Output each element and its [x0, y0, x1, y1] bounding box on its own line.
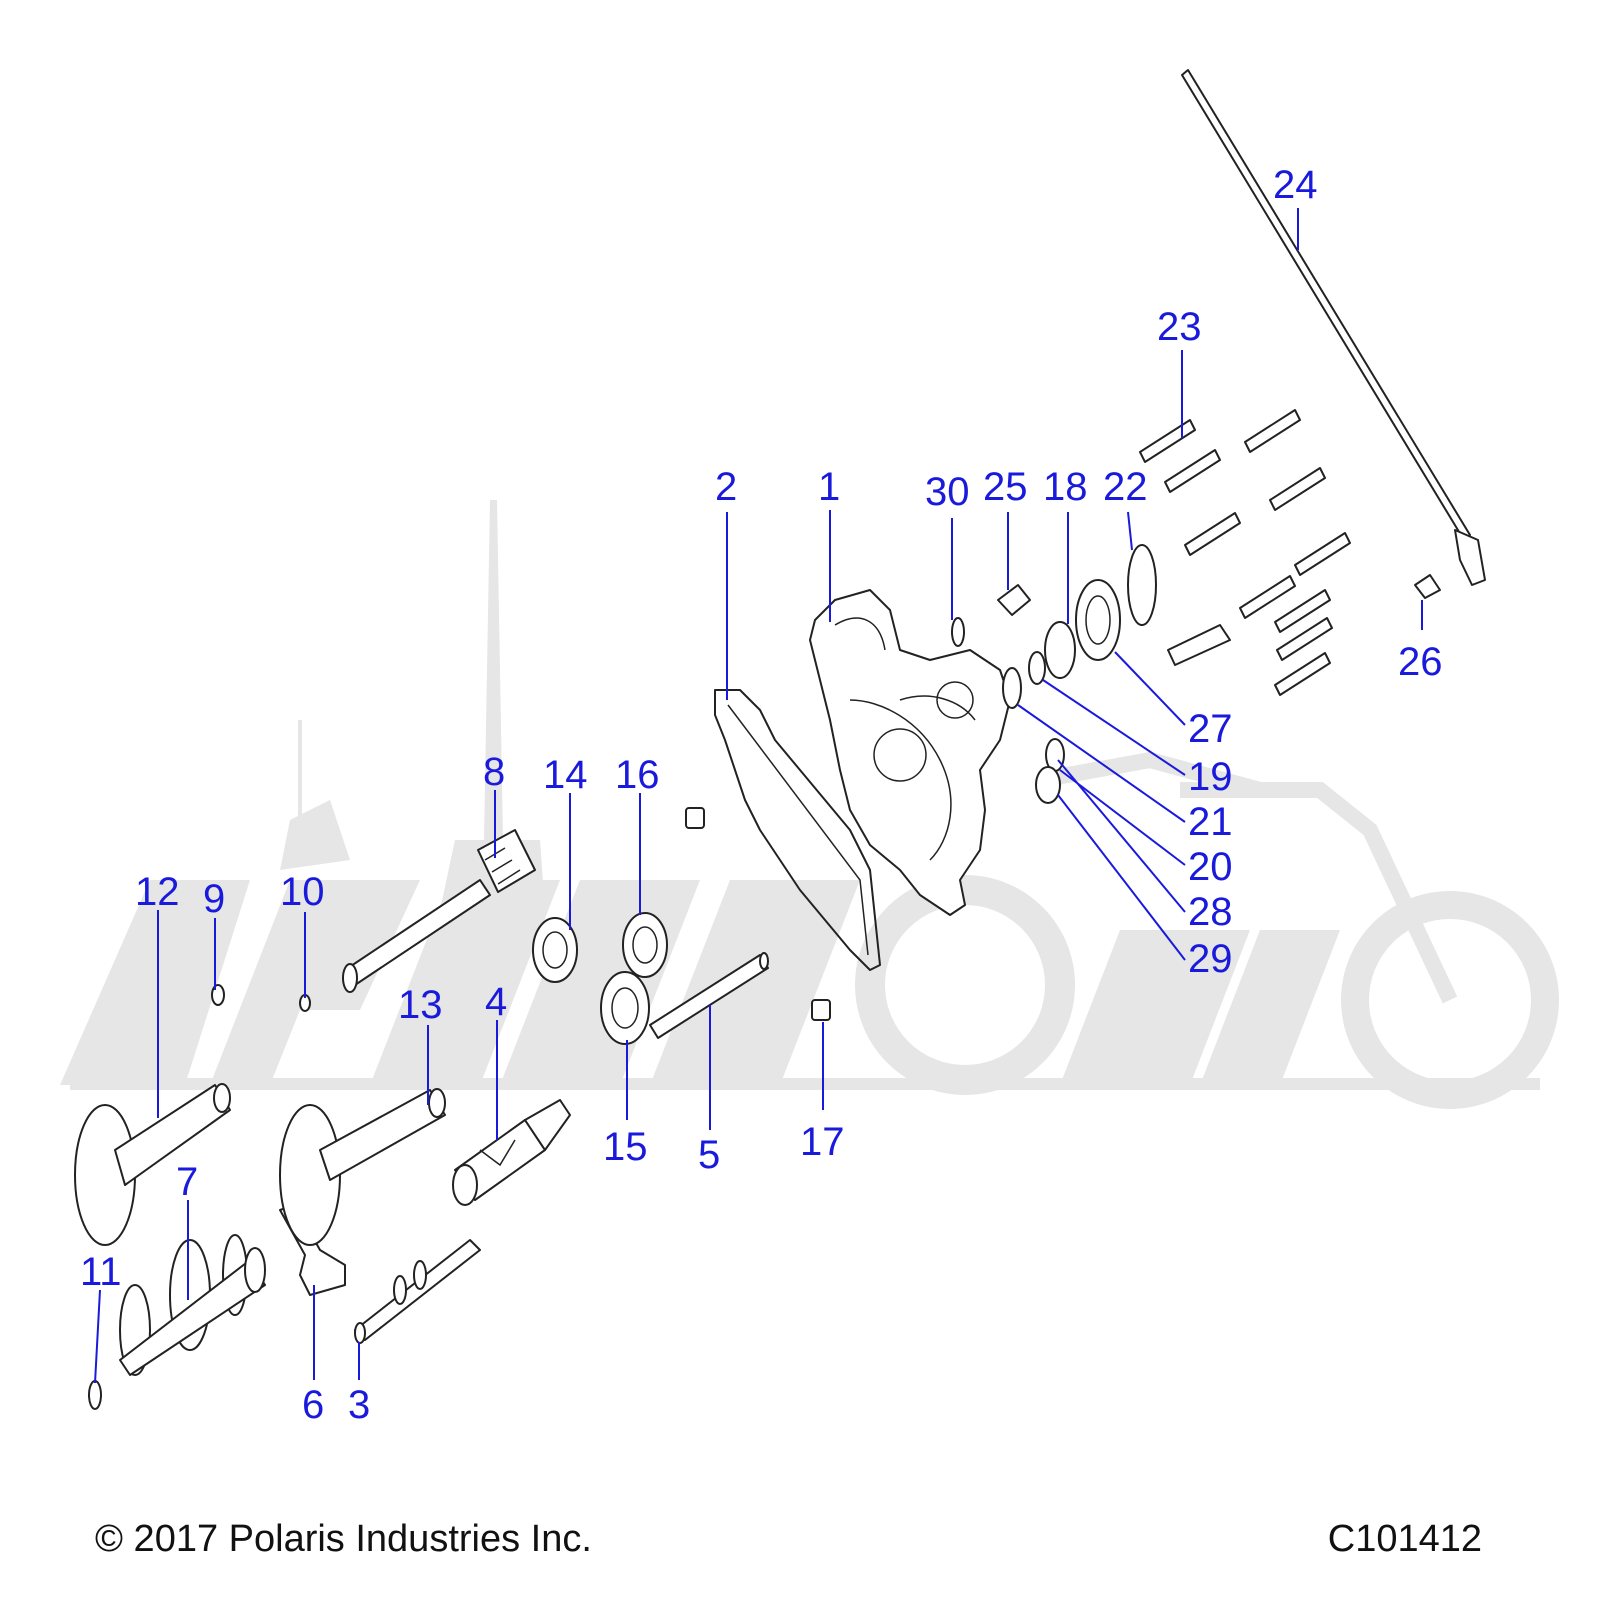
callout-20: 20 — [1188, 845, 1233, 889]
part-countershaft-gear — [279, 1088, 446, 1246]
callout-7: 7 — [176, 1160, 198, 1204]
part-fitting-26 — [1414, 574, 1441, 599]
callout-labels: 1 2 3 4 5 6 7 8 9 10 11 12 13 14 15 16 1… — [80, 163, 1443, 1427]
watermark-logo — [60, 500, 1559, 1109]
callout-5: 5 — [698, 1133, 720, 1177]
part-circlip-9 — [211, 984, 225, 1006]
part-plug-25 — [997, 584, 1031, 616]
part-bearing-15 — [600, 971, 650, 1045]
part-output-gear — [74, 1083, 231, 1246]
part-bolts-23 — [1139, 409, 1351, 696]
part-bearing-14 — [532, 917, 578, 983]
leader-lines — [94, 208, 1423, 1384]
part-oring-22 — [1127, 544, 1157, 626]
callout-2: 2 — [715, 465, 737, 509]
callout-12: 12 — [135, 870, 180, 914]
part-cluster-gear — [119, 1234, 266, 1376]
part-dowel-pin-17 — [811, 999, 831, 1021]
callout-25: 25 — [983, 465, 1028, 509]
part-gasket — [714, 689, 881, 971]
callout-22: 22 — [1103, 465, 1148, 509]
callout-11: 11 — [80, 1250, 122, 1294]
part-input-shaft — [342, 829, 536, 993]
callout-18: 18 — [1043, 465, 1088, 509]
part-bushing-29 — [1035, 766, 1061, 804]
callout-16: 16 — [615, 753, 660, 797]
callout-30: 30 — [925, 470, 970, 514]
part-bearing-27 — [1075, 579, 1121, 661]
callout-26: 26 — [1398, 640, 1443, 684]
callout-29: 29 — [1188, 937, 1233, 981]
callout-6: 6 — [302, 1383, 324, 1427]
part-bearing-18 — [1044, 621, 1076, 679]
diagram-id: C101412 — [1327, 1518, 1482, 1560]
callout-19: 19 — [1188, 755, 1233, 799]
callout-28: 28 — [1188, 890, 1233, 934]
callout-15: 15 — [603, 1125, 648, 1169]
callout-13: 13 — [398, 983, 443, 1027]
callout-4: 4 — [485, 980, 507, 1024]
part-bearing-16 — [622, 912, 668, 978]
callout-1: 1 — [818, 465, 840, 509]
part-shift-drum — [452, 1099, 571, 1206]
callout-8: 8 — [483, 750, 505, 794]
part-ring-19 — [1028, 651, 1046, 685]
callout-23: 23 — [1157, 305, 1202, 349]
part-seal-21 — [1002, 667, 1022, 709]
callout-24: 24 — [1273, 163, 1318, 207]
callout-14: 14 — [543, 753, 588, 797]
part-dipstick — [1181, 69, 1486, 586]
copyright-notice: © 2017 Polaris Industries Inc. — [95, 1518, 592, 1560]
part-dowel-pin-upper — [685, 807, 705, 829]
part-oring-30 — [951, 617, 965, 647]
callout-3: 3 — [348, 1383, 370, 1427]
part-long-pin — [649, 952, 769, 1039]
callout-27: 27 — [1188, 707, 1233, 751]
part-washer-11 — [88, 1380, 102, 1410]
callout-10: 10 — [280, 870, 325, 914]
callout-9: 9 — [203, 877, 225, 921]
part-shift-shaft — [354, 1239, 481, 1344]
callout-21: 21 — [1188, 800, 1233, 844]
part-sleeve — [1167, 624, 1231, 666]
callout-17: 17 — [800, 1120, 845, 1164]
part-housing-cover — [809, 589, 1011, 916]
